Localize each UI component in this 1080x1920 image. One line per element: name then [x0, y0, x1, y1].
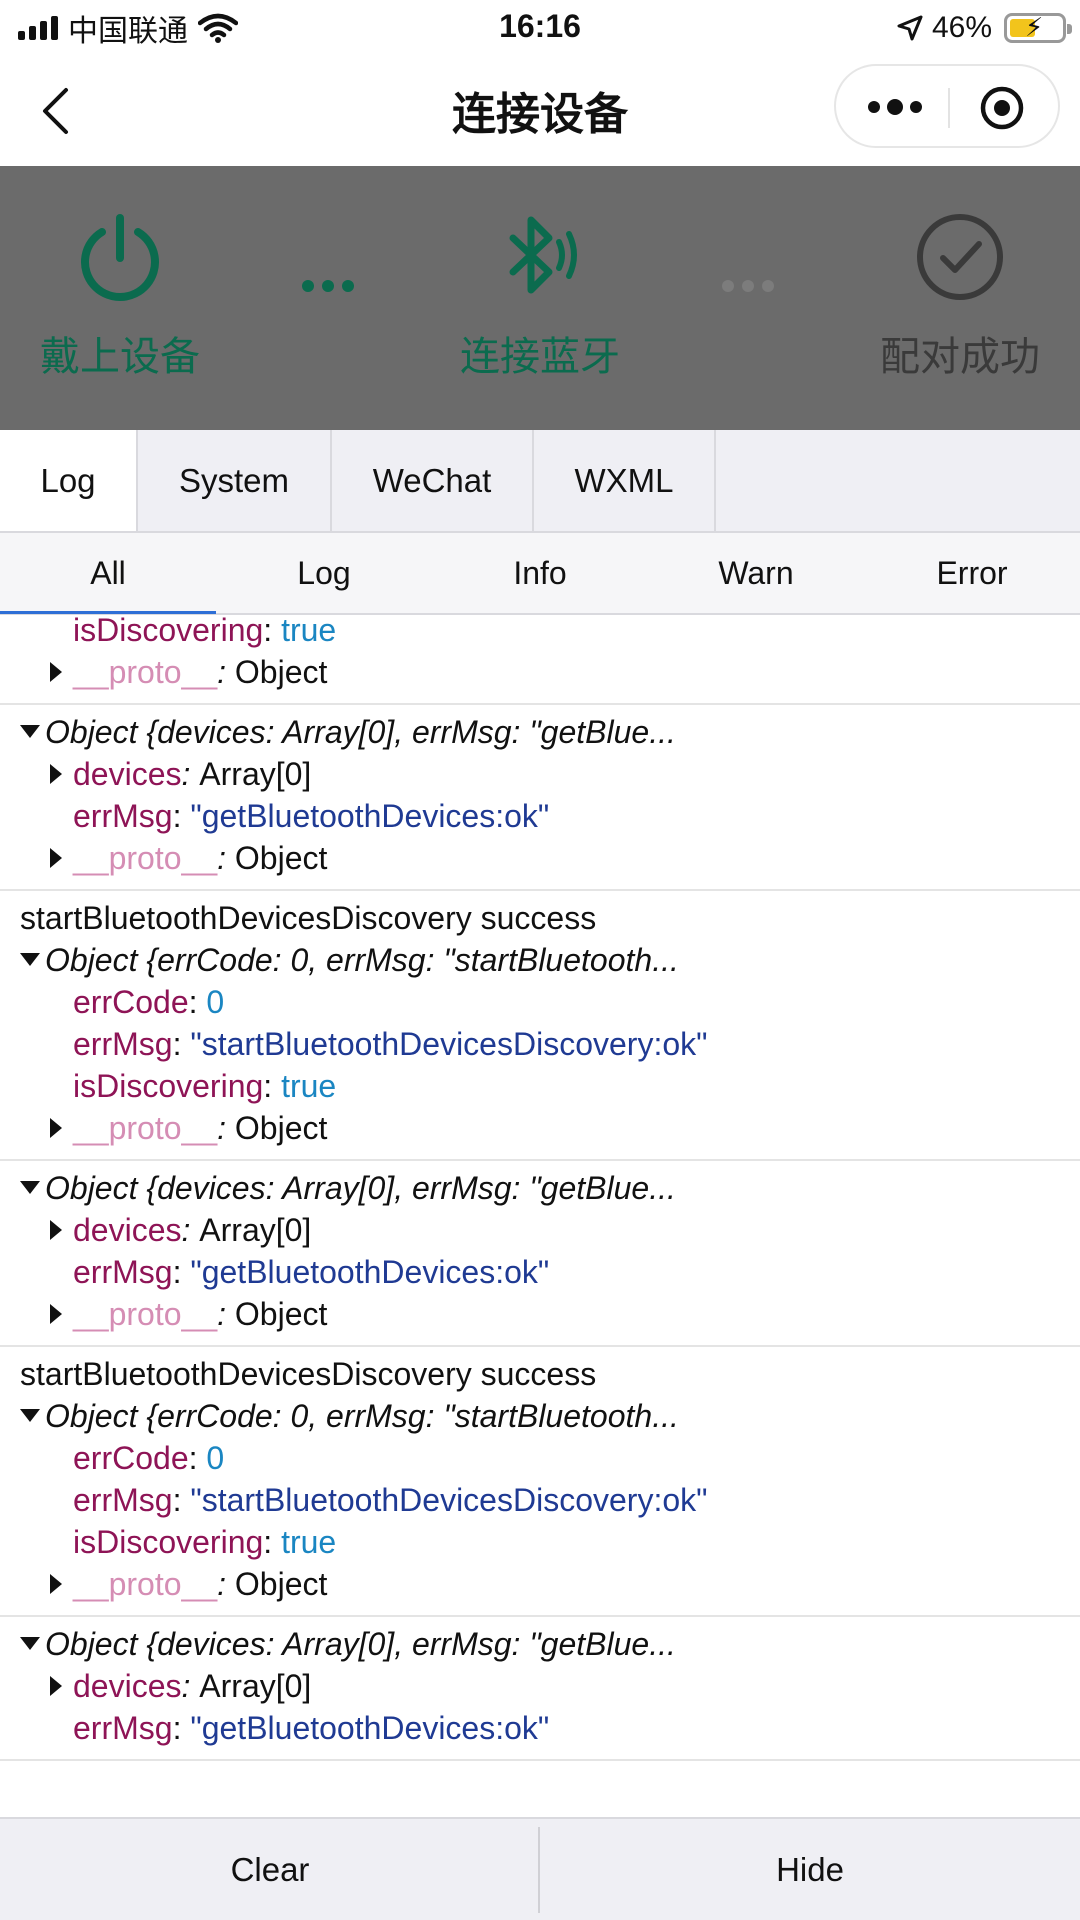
- log-line-expandable[interactable]: devices: Array[0]: [0, 1209, 1080, 1251]
- close-target-icon[interactable]: [980, 86, 1024, 130]
- log-message: startBluetoothDevicesDiscovery success: [20, 1356, 597, 1392]
- log-line-expandable[interactable]: devices: Array[0]: [0, 1665, 1080, 1707]
- expand-arrow-icon: [50, 1304, 62, 1324]
- dot-icon: [910, 101, 922, 113]
- log-filter-tabs: All Log Info Warn Error: [0, 533, 1080, 615]
- clear-button[interactable]: Clear: [230, 1850, 310, 1888]
- step-label: 连接蓝牙: [460, 335, 620, 379]
- status-left: 中国联通: [18, 10, 238, 48]
- bluetooth-icon: [509, 216, 577, 294]
- more-button[interactable]: [860, 82, 930, 132]
- log-object-summary[interactable]: Object {errCode: 0, errMsg: "startBlueto…: [0, 939, 1080, 981]
- battery-percent: 46%: [931, 11, 992, 44]
- expand-arrow-icon: [50, 662, 62, 682]
- log-entry: Object {devices: Array[0], errMsg: "getB…: [0, 1617, 1080, 1761]
- log-line: isDiscovering: true: [73, 615, 337, 648]
- log-object-summary[interactable]: Object {devices: Array[0], errMsg: "getB…: [0, 1623, 1080, 1665]
- power-icon: [81, 214, 159, 301]
- check-circle-icon: [917, 214, 1003, 300]
- log-entry: startBluetoothDevicesDiscovery success O…: [0, 1347, 1080, 1617]
- collapse-arrow-icon: [20, 1409, 40, 1423]
- tab-log[interactable]: Log: [0, 430, 138, 531]
- log-line: isDiscovering: true: [73, 1068, 337, 1104]
- log-message: startBluetoothDevicesDiscovery success: [20, 900, 597, 936]
- back-button[interactable]: [30, 86, 80, 136]
- log-line-expandable[interactable]: __proto__: Object: [0, 1563, 1080, 1605]
- expand-arrow-icon: [50, 848, 62, 868]
- console-bottom-bar: Clear Hide: [0, 1817, 1080, 1920]
- log-line: errMsg: "startBluetoothDevicesDiscovery:…: [73, 1482, 708, 1518]
- status-time: 16:16: [499, 8, 581, 44]
- chevron-left-icon: [43, 88, 68, 134]
- carrier-name: 中国联通: [68, 15, 188, 48]
- tab-wxml[interactable]: WXML: [534, 430, 716, 531]
- log-line-expandable[interactable]: __proto__: Object: [0, 1107, 1080, 1149]
- log-line: errCode: 0: [73, 1440, 225, 1476]
- log-object-summary[interactable]: Object {devices: Array[0], errMsg: "getB…: [0, 1167, 1080, 1209]
- log-line: errMsg: "getBluetoothDevices:ok": [73, 1254, 550, 1290]
- page-title: 连接设备: [452, 90, 628, 139]
- step-pair-success: 配对成功: [850, 166, 1070, 430]
- battery-icon: ⚡: [1004, 12, 1072, 43]
- collapse-arrow-icon: [20, 725, 40, 739]
- dot-icon: [868, 101, 880, 113]
- step-label: 配对成功: [880, 335, 1040, 379]
- log-line: isDiscovering: true: [73, 1524, 337, 1560]
- tab-system[interactable]: System: [138, 430, 332, 531]
- log-line: errMsg: "getBluetoothDevices:ok": [73, 1710, 550, 1746]
- collapse-arrow-icon: [20, 1637, 40, 1651]
- log-line: errCode: 0: [73, 984, 225, 1020]
- step-connector-dots: [302, 280, 354, 292]
- active-filter-indicator: [0, 611, 216, 614]
- filter-all[interactable]: All: [90, 554, 126, 591]
- mini-program-capsule: [834, 64, 1060, 148]
- dot-icon: [887, 99, 903, 115]
- bottom-divider: [538, 1827, 540, 1913]
- filter-warn[interactable]: Warn: [718, 554, 794, 591]
- tab-wechat[interactable]: WeChat: [332, 430, 534, 531]
- log-entry: Object {devices: Array[0], errMsg: "getB…: [0, 1161, 1080, 1347]
- expand-arrow-icon: [50, 1574, 62, 1594]
- capsule-divider: [948, 88, 950, 128]
- collapse-arrow-icon: [20, 1181, 40, 1195]
- status-bar: 中国联通 16:16 46% ⚡: [0, 0, 1080, 56]
- log-line-expandable[interactable]: __proto__: Object: [0, 837, 1080, 879]
- log-entry: isDiscovering: true __proto__: Object: [0, 615, 1080, 705]
- log-entry: startBluetoothDevicesDiscovery success O…: [0, 891, 1080, 1161]
- expand-arrow-icon: [50, 1220, 62, 1240]
- log-object-summary[interactable]: Object {devices: Array[0], errMsg: "getB…: [0, 711, 1080, 753]
- log-object-summary[interactable]: Object {errCode: 0, errMsg: "startBlueto…: [0, 1395, 1080, 1437]
- log-line-expandable[interactable]: __proto__: Object: [0, 651, 1080, 693]
- signal-icon: [18, 16, 58, 40]
- log-line-expandable[interactable]: devices: Array[0]: [0, 753, 1080, 795]
- step-connect-bluetooth: 连接蓝牙: [430, 166, 650, 430]
- step-connector-dots: [722, 280, 774, 292]
- console-panel-tabs: Log System WeChat WXML: [0, 430, 1080, 533]
- expand-arrow-icon: [50, 1676, 62, 1696]
- filter-error[interactable]: Error: [936, 554, 1008, 591]
- connection-steps-banner: 戴上设备 连接蓝牙 配对成功: [0, 166, 1080, 430]
- filter-info[interactable]: Info: [513, 554, 567, 591]
- hide-button[interactable]: Hide: [776, 1850, 844, 1888]
- wifi-icon: [198, 13, 238, 43]
- log-line-expandable[interactable]: __proto__: Object: [0, 1293, 1080, 1335]
- status-right: 46% ⚡: [896, 10, 1072, 46]
- collapse-arrow-icon: [20, 953, 40, 967]
- location-arrow-icon: [897, 15, 923, 41]
- filter-log[interactable]: Log: [297, 554, 351, 591]
- nav-bar: 连接设备: [0, 56, 1080, 166]
- log-line: errMsg: "startBluetoothDevicesDiscovery:…: [73, 1026, 708, 1062]
- step-label: 戴上设备: [40, 335, 200, 379]
- expand-arrow-icon: [50, 764, 62, 784]
- log-line: errMsg: "getBluetoothDevices:ok": [73, 798, 550, 834]
- expand-arrow-icon: [50, 1118, 62, 1138]
- log-list[interactable]: isDiscovering: true __proto__: Object Ob…: [0, 615, 1080, 1817]
- step-wear-device: 戴上设备: [10, 166, 230, 430]
- log-entry: Object {devices: Array[0], errMsg: "getB…: [0, 705, 1080, 891]
